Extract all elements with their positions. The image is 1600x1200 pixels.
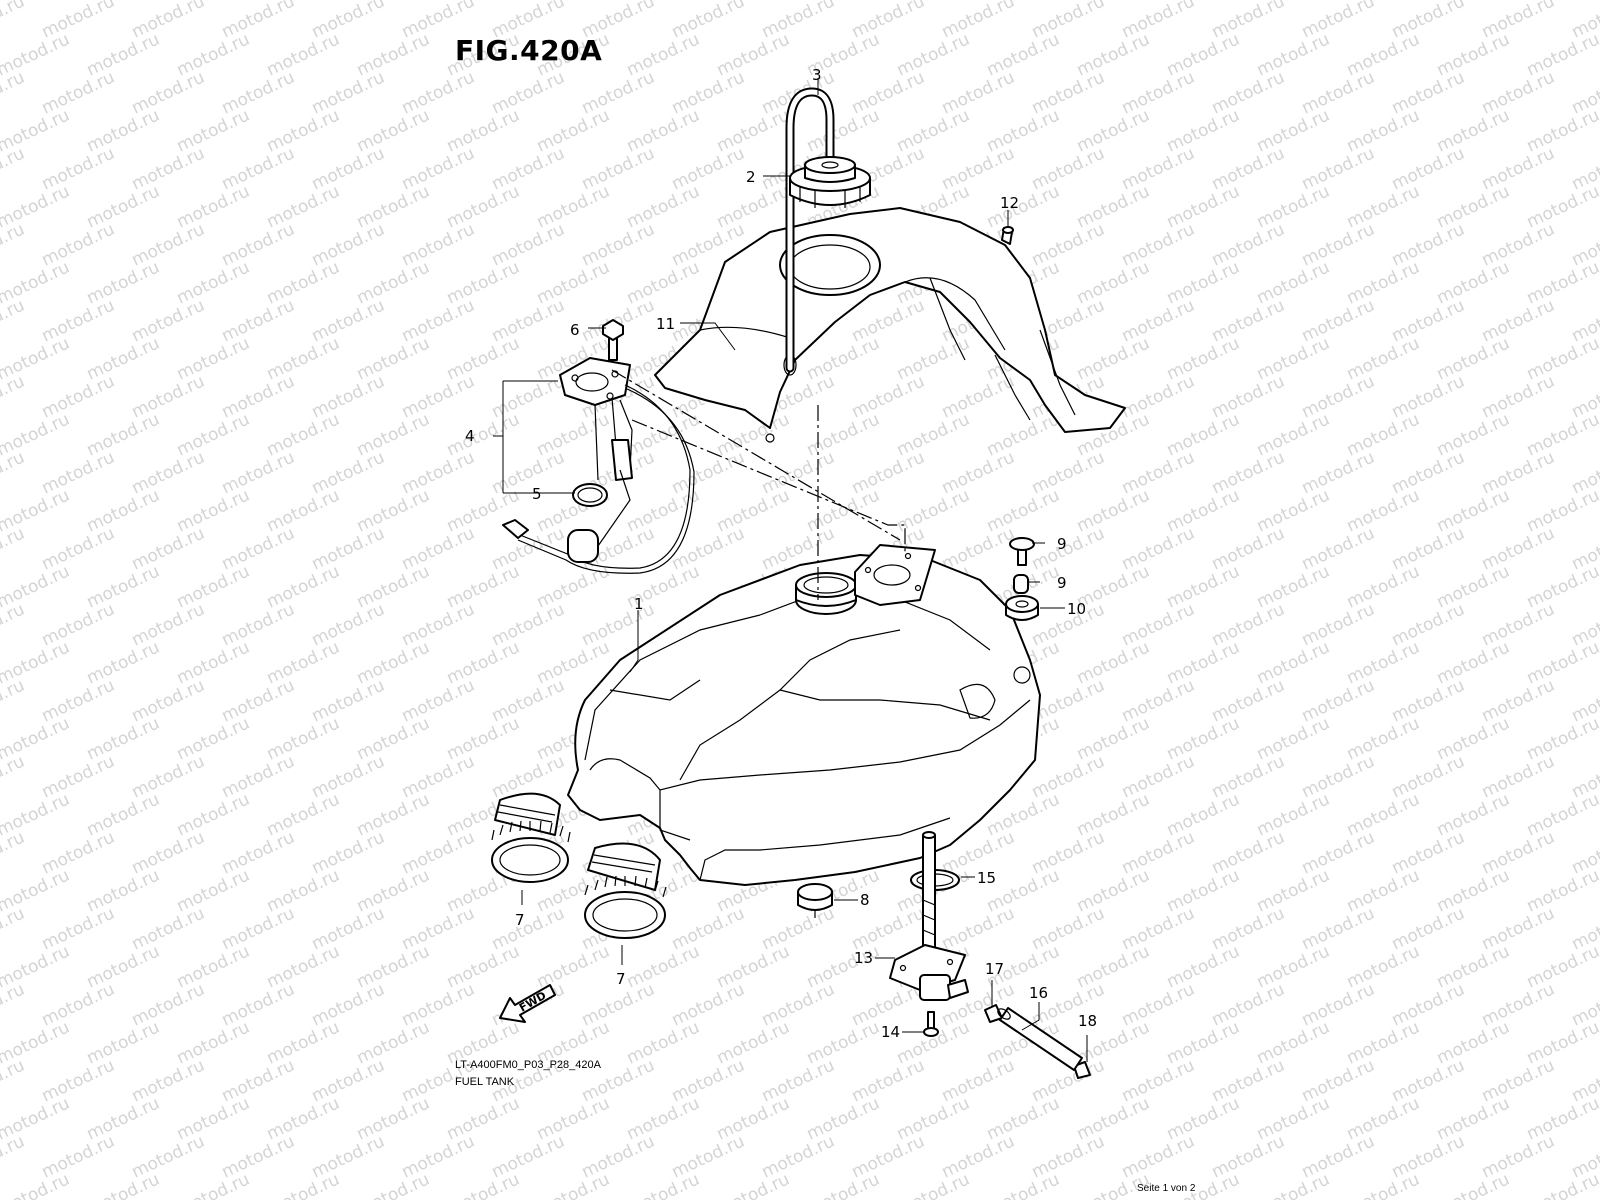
callout-2: 2 — [746, 168, 756, 186]
clip-19-part[interactable] — [1073, 1061, 1091, 1079]
callout-5: 5 — [532, 485, 542, 503]
bolt-6-part[interactable] — [602, 319, 624, 361]
callout-numbers: 3 2 12 6 11 4 5 1 9 9 10 7 7 8 15 13 14 … — [465, 66, 1097, 1041]
fuel-hose-part[interactable] — [996, 1007, 1083, 1071]
callout-4: 4 — [465, 427, 475, 445]
cushion-11-part[interactable] — [1005, 595, 1039, 621]
callout-1: 1 — [634, 595, 644, 613]
figure-title: FIG.420A — [455, 34, 603, 67]
assembly-lines — [611, 369, 906, 600]
leader-lines — [493, 78, 1088, 1062]
fwd-arrow-icon: FWD — [499, 984, 556, 1023]
clamp-7a-part[interactable] — [491, 792, 571, 883]
drawing-code: LT-A400FM0_P03_P28_420A — [455, 1059, 601, 1071]
fuel-valve-part[interactable] — [889, 831, 969, 1001]
callout-17: 16 — [1029, 984, 1048, 1002]
fuel-pump-assembly-part[interactable] — [502, 357, 695, 574]
callout-8: 8 — [860, 891, 870, 909]
callout-9: 9 — [1057, 535, 1067, 553]
bolt-13-part[interactable] — [1001, 226, 1014, 245]
callout-14: 13 — [854, 949, 873, 967]
callout-12: 11 — [656, 315, 675, 333]
page-indicator: Seite 1 von 2 — [1137, 1183, 1196, 1194]
fwd-label: FWD — [517, 989, 548, 1015]
callout-16: 15 — [977, 869, 996, 887]
callout-19: 18 — [1078, 1012, 1097, 1030]
bolt-9-part[interactable] — [1009, 537, 1035, 566]
callout-7b: 7 — [616, 970, 626, 988]
callout-10: 9 — [1057, 574, 1067, 592]
callout-6: 6 — [570, 321, 580, 339]
callout-15: 14 — [881, 1023, 900, 1041]
diagram-name: FUEL TANK — [455, 1076, 515, 1088]
breather-hose-part[interactable] — [785, 87, 835, 373]
callout-13: 12 — [1000, 194, 1019, 212]
cushion-8-part[interactable] — [797, 883, 833, 918]
fuel-tank-part[interactable] — [567, 544, 1041, 886]
pump-gasket-part[interactable] — [572, 483, 608, 507]
fuel-cap-part[interactable] — [789, 156, 871, 208]
callout-7a: 7 — [515, 911, 525, 929]
callout-3: 3 — [812, 66, 822, 84]
callout-18: 17 — [985, 960, 1004, 978]
screw-15-part[interactable] — [923, 1011, 939, 1037]
callout-11: 10 — [1067, 600, 1086, 618]
collar-10-part[interactable] — [1013, 574, 1029, 594]
clamp-7b-part[interactable] — [584, 842, 667, 939]
tank-cover-part[interactable] — [654, 207, 1126, 443]
